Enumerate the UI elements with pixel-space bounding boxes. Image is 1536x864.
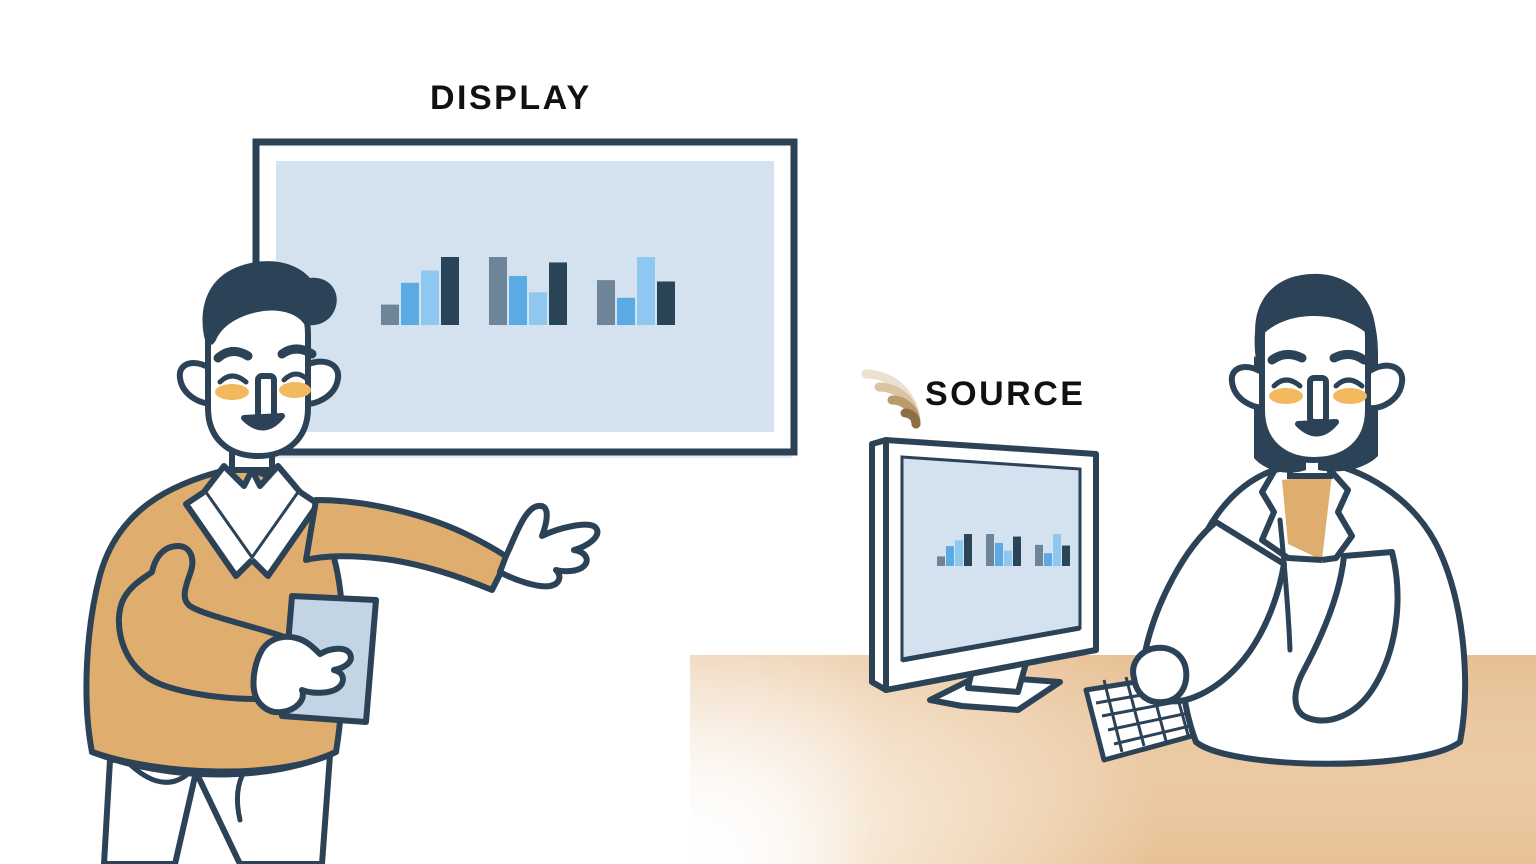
blush-right (279, 382, 311, 398)
blush-left (1269, 388, 1303, 404)
bar-g2-b3 (529, 292, 547, 325)
blush-right (1333, 388, 1367, 404)
presenter-man[interactable] (83, 261, 601, 864)
bar-g1-b3 (955, 540, 963, 566)
display-bar-chart (381, 257, 675, 325)
pointing-hand (497, 502, 601, 590)
ear-left (1228, 364, 1269, 411)
nose (1307, 375, 1329, 425)
bar-g3-b2 (1044, 553, 1052, 566)
eyebrow-right (1329, 350, 1369, 365)
ear-right (1363, 362, 1406, 412)
bar-g3-b1 (597, 280, 615, 325)
bar-g2-b4 (1013, 536, 1021, 566)
monitor-bar-chart (937, 534, 1070, 566)
bar-g3-b4 (657, 281, 675, 325)
blush-left (215, 384, 249, 400)
bar-g1-b1 (381, 304, 399, 325)
eyebrow-left (1267, 350, 1307, 365)
bar-g3-b1 (1035, 544, 1043, 566)
bar-g3-b3 (637, 257, 655, 325)
bar-g3-b4 (1062, 545, 1070, 566)
bar-g2-b1 (986, 534, 994, 566)
eyebrow-right (277, 344, 317, 359)
bar-g3-b2 (617, 297, 635, 325)
bar-g2-b2 (995, 542, 1003, 566)
holding-hand (250, 633, 354, 716)
nose (255, 373, 277, 421)
hand-on-keyboard (1130, 644, 1190, 706)
seated-woman[interactable] (1130, 273, 1469, 767)
hair (202, 261, 337, 345)
mouth (241, 413, 285, 431)
bar-g3-b3 (1053, 534, 1061, 566)
wifi-signal-icon (861, 369, 921, 429)
bar-g2-b1 (489, 257, 507, 325)
source-label: SOURCE (925, 375, 1086, 413)
hair-front (1255, 274, 1377, 342)
bar-g1-b2 (401, 282, 419, 325)
bar-g2-b3 (1004, 550, 1012, 566)
inner-top (1282, 474, 1332, 560)
eye-right (281, 371, 311, 383)
eye-right (1333, 377, 1365, 389)
bar-g1-b4 (441, 257, 459, 325)
bar-g1-b1 (937, 556, 945, 566)
wall-display[interactable] (252, 138, 798, 458)
bar-g2-b4 (549, 262, 567, 325)
display-label: DISPLAY (430, 79, 592, 117)
bar-g1-b2 (946, 546, 954, 566)
bar-g1-b3 (421, 270, 439, 325)
bar-g1-b4 (964, 534, 972, 566)
eyebrow-left (213, 347, 253, 363)
mouth (1295, 419, 1339, 437)
bar-g2-b2 (509, 276, 527, 325)
eye-left (1271, 377, 1303, 389)
eye-left (217, 373, 249, 385)
